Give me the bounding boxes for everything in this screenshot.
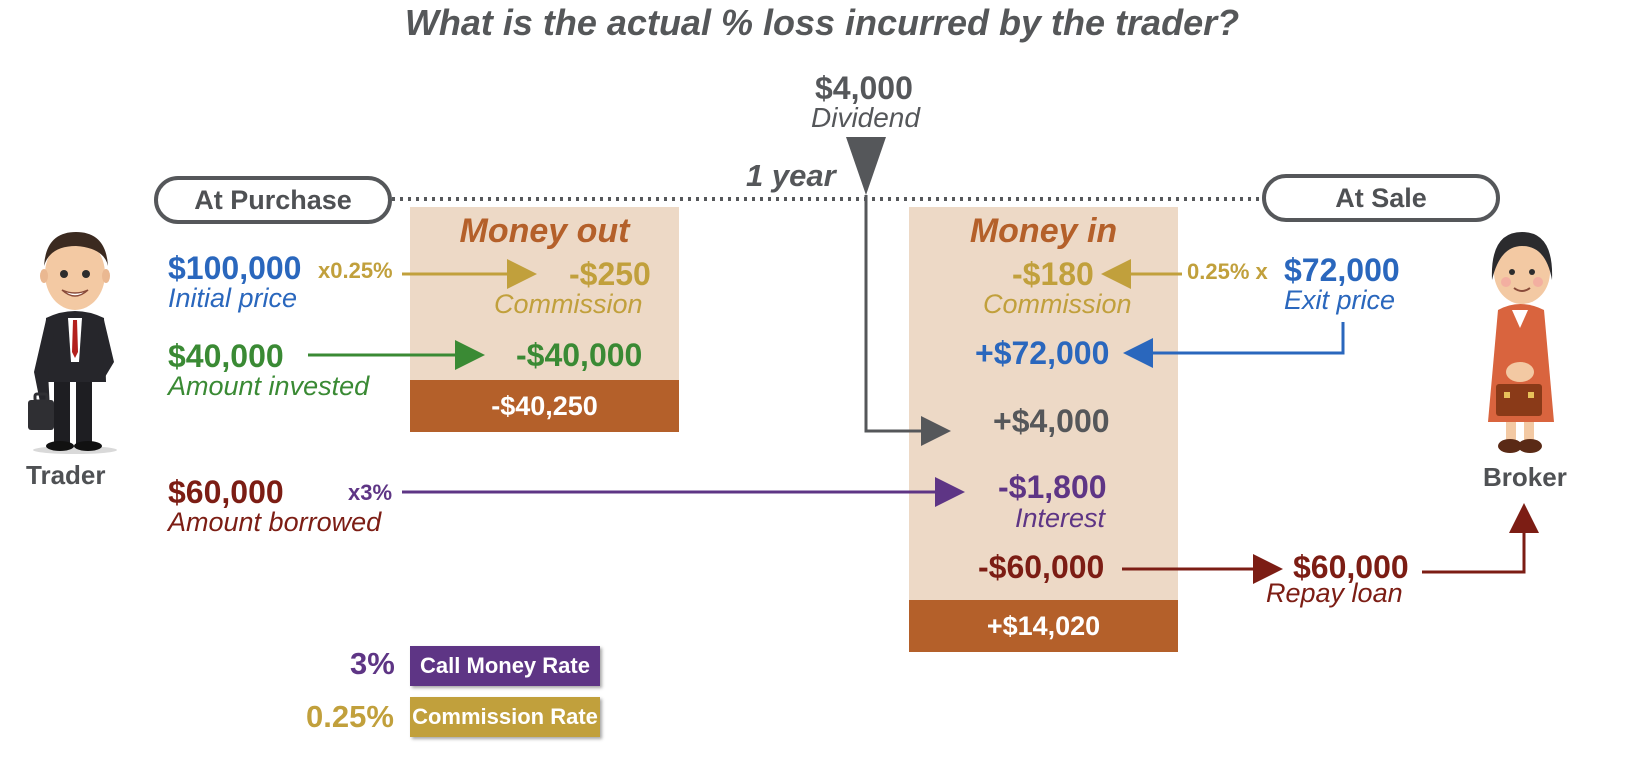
at-sale-text: At Sale <box>1335 183 1427 213</box>
dividend-arrow <box>864 195 951 446</box>
money-out-total: -$40,250 <box>410 380 679 432</box>
money-out-panel <box>410 207 679 381</box>
dividend-label: Dividend <box>811 102 920 133</box>
dividend-amount: $4,000 <box>815 70 913 106</box>
duration-label: 1 year <box>746 158 836 193</box>
initial-price-amount: $100,000 <box>168 250 302 286</box>
interest-amount: -$1,800 <box>998 469 1107 505</box>
businessman-icon <box>28 232 117 454</box>
commission-out-amount: -$250 <box>569 256 651 292</box>
money-in-title: Money in <box>969 212 1118 250</box>
repay-loan-amount: $60,000 <box>1293 549 1409 585</box>
money-in-total: +$14,020 <box>909 600 1178 652</box>
question-title: What is the actual % loss incurred by th… <box>404 2 1240 43</box>
proceeds-amount: +$72,000 <box>975 335 1110 371</box>
exit-price-amount: $72,000 <box>1284 252 1400 288</box>
amount-borrowed-amount: $60,000 <box>168 474 284 510</box>
commission-multiplier-out: x0.25% <box>318 258 393 283</box>
commission-rate-value: 0.25% <box>306 699 394 734</box>
broker-label: Broker <box>1483 462 1567 492</box>
at-purchase-text: At Purchase <box>194 185 352 215</box>
interest-multiplier: x3% <box>348 480 393 505</box>
businesswoman-icon <box>1488 232 1554 453</box>
dividend-marker <box>846 137 886 195</box>
invested-out-amount: -$40,000 <box>516 337 643 373</box>
commission-out-label: Commission <box>494 289 643 319</box>
call-money-rate-value: 3% <box>350 646 395 681</box>
commission-in-label: Commission <box>983 289 1132 319</box>
money-out-title: Money out <box>459 212 630 250</box>
dividend-in-amount: +$4,000 <box>993 403 1110 439</box>
call-money-rate-label: Call Money Rate <box>410 646 600 686</box>
interest-label: Interest <box>1015 503 1106 533</box>
commission-multiplier-in: 0.25% x <box>1187 259 1268 284</box>
commission-rate-label: Commission Rate <box>410 697 600 737</box>
loan-repayment-amount: -$60,000 <box>978 549 1105 585</box>
amount-invested-amount: $40,000 <box>168 338 284 374</box>
at-sale-label: At Sale <box>1262 174 1500 222</box>
broker-arrow <box>1422 503 1539 574</box>
proceeds-arrow <box>1123 322 1345 368</box>
exit-price-label: Exit price <box>1284 285 1396 315</box>
trader-label: Trader <box>26 460 106 490</box>
repay-loan-label: Repay loan <box>1266 578 1403 608</box>
amount-invested-label: Amount invested <box>168 371 370 401</box>
initial-price-label: Initial price <box>168 283 298 313</box>
at-purchase-label: At Purchase <box>154 176 392 224</box>
amount-borrowed-label: Amount borrowed <box>168 507 382 537</box>
commission-in-amount: -$180 <box>1012 256 1094 292</box>
